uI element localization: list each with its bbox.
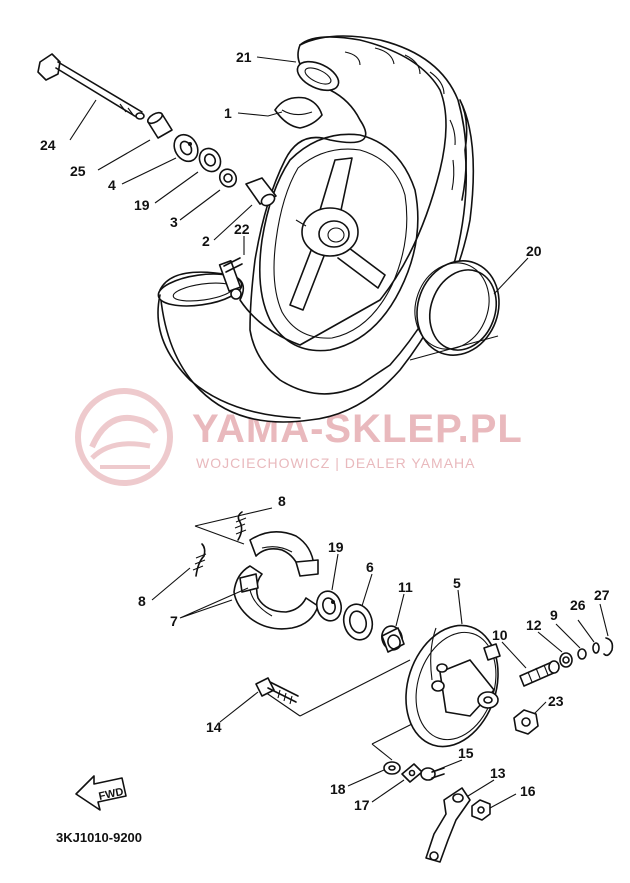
wheel-assembly: [157, 35, 475, 423]
valve: [218, 257, 243, 300]
bearing-19-lower: [315, 590, 343, 622]
oil-seal-19-top: [198, 147, 222, 173]
part-label-2: 2: [202, 233, 210, 249]
part-label-12: 12: [526, 617, 542, 633]
spacer-2: [245, 177, 277, 207]
part-label-5: 5: [453, 575, 461, 591]
bolt-15: [420, 767, 445, 781]
tire-tread: [299, 35, 467, 201]
part-label-27: 27: [594, 587, 610, 603]
watermark-dealer: WOJCIECHOWICZ | DEALER YAMAHA: [196, 455, 475, 471]
o-ring-26: [592, 642, 600, 654]
tire-section-bottom: [157, 273, 243, 307]
collar-25: [146, 111, 173, 139]
circlip-27: [603, 637, 614, 657]
part-label-22: 22: [234, 221, 250, 237]
part-label-23: 23: [548, 693, 564, 709]
washer-17: [401, 763, 423, 783]
camshaft-10: [519, 660, 560, 687]
leader-lines-bottom: [151, 553, 609, 809]
part-label-1: 1: [224, 105, 232, 121]
part-label-3: 3: [170, 214, 178, 230]
part-label-26: 26: [570, 597, 586, 613]
nut-23: [513, 709, 539, 735]
part-label-8-upper: 8: [278, 493, 286, 509]
cam-lever-13: [425, 787, 471, 863]
part-label-19-top: 19: [134, 197, 150, 213]
part-label-9: 9: [550, 607, 558, 623]
part-label-25: 25: [70, 163, 86, 179]
washer-9: [577, 648, 587, 660]
part-label-16: 16: [520, 783, 536, 799]
spoke-3: [289, 247, 325, 311]
axle-24: [37, 53, 145, 120]
part-label-21: 21: [236, 49, 252, 65]
washer-18: [383, 761, 401, 775]
part-number-labels: 21 1 24 25 4 19 3 2 22 20 8 8 7 19 6 11 …: [40, 49, 610, 813]
part-label-4: 4: [108, 177, 116, 193]
part-label-14: 14: [206, 719, 222, 735]
part-label-7: 7: [170, 613, 178, 629]
part-label-8-lower: 8: [138, 593, 146, 609]
rim-band: [414, 260, 500, 356]
part-label-11: 11: [398, 579, 413, 595]
rim: [258, 133, 419, 352]
part-label-15: 15: [458, 745, 474, 761]
part-label-24: 24: [40, 137, 56, 153]
bolt-14: [255, 677, 299, 705]
part-label-13: 13: [490, 765, 506, 781]
part-label-10: 10: [492, 627, 508, 643]
spring-8-lower: [192, 543, 207, 577]
watermark-logo-icon: [75, 388, 173, 486]
washer-3: [218, 168, 238, 188]
part-label-19-lower: 19: [328, 539, 344, 555]
brake-shoes-7: [233, 531, 319, 630]
spoke-2: [337, 244, 386, 289]
part-label-17: 17: [354, 797, 370, 813]
part-label-18: 18: [330, 781, 346, 797]
oil-seal-6: [342, 603, 374, 641]
collar-11: [381, 625, 405, 653]
fwd-label: FWD: [98, 786, 125, 803]
indicator-12: [559, 652, 573, 668]
leader-lines-top: [69, 56, 529, 361]
part-label-6: 6: [366, 559, 374, 575]
spring-8-upper: [234, 511, 247, 541]
inner-tube: [274, 96, 323, 129]
nut-16: [471, 799, 491, 821]
diagram-code: 3KJ1010-9200: [56, 830, 142, 845]
fwd-arrow-icon: FWD: [75, 775, 127, 811]
part-label-20: 20: [526, 243, 542, 259]
brake-plate-5: [405, 624, 501, 748]
spoke-1: [319, 157, 353, 216]
tire-section-top: [296, 60, 340, 92]
bearing-4: [173, 133, 199, 163]
